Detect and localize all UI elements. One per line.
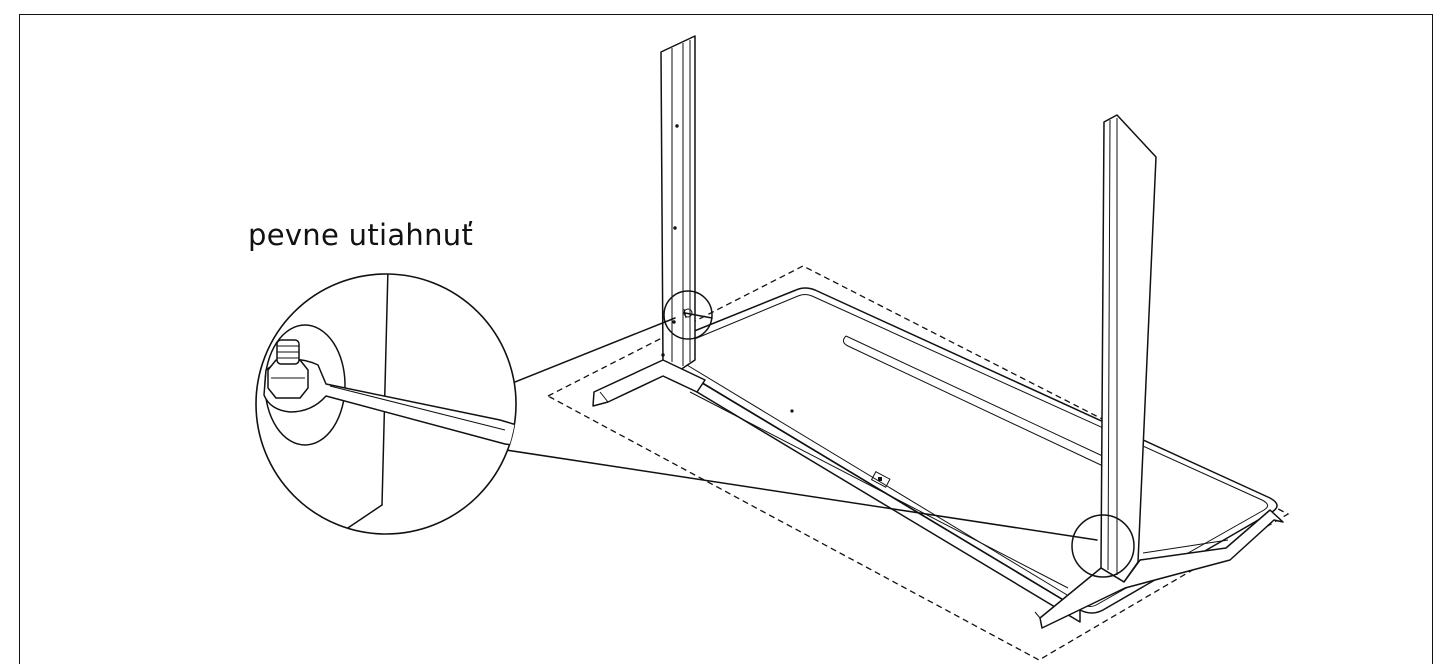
callout-leader-top — [509, 317, 676, 385]
bolt-detail-marker-left — [663, 290, 713, 340]
callout-leader-bottom — [505, 449, 1098, 541]
left-stand-leg — [592, 35, 713, 407]
right-stand-leg — [1034, 114, 1284, 629]
bolt-icon — [267, 339, 309, 399]
instruction-caption: pevne utiahnuť — [248, 218, 474, 252]
detail-callout-circle — [255, 273, 517, 535]
bolt-detail-marker-right — [1071, 514, 1135, 578]
tv-outline-dashed — [546, 265, 1290, 661]
